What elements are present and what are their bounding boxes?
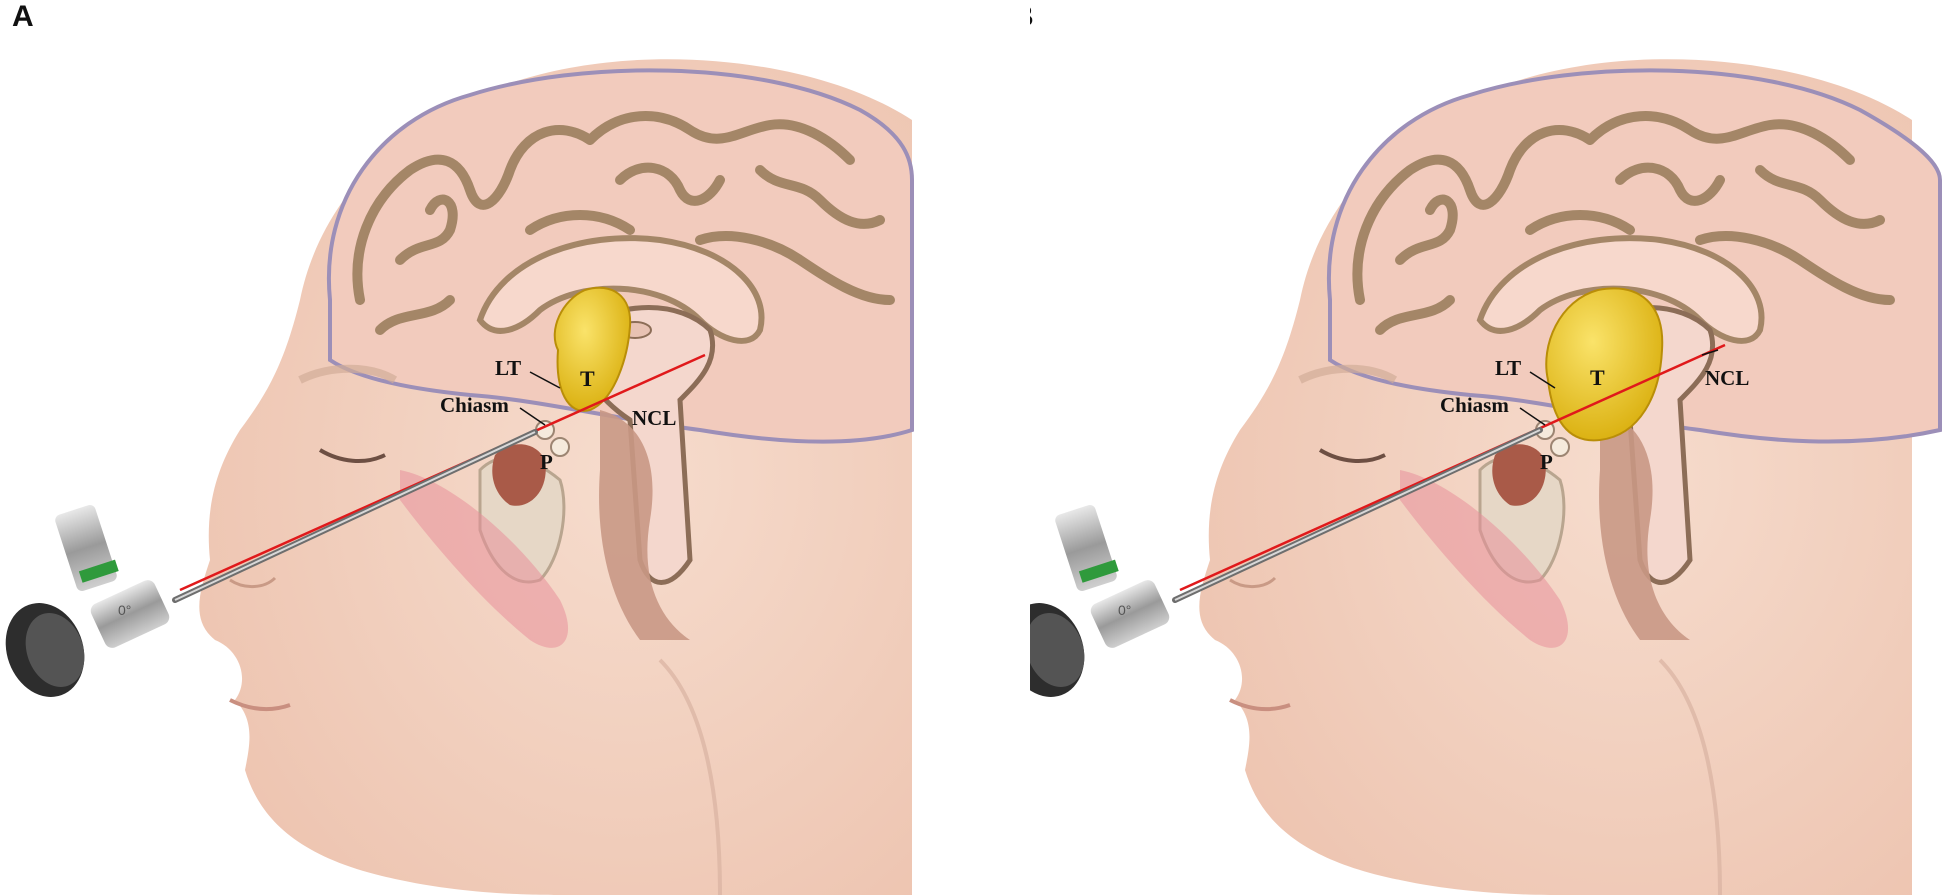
sagittal-head-illustration: 0° LT T Chiasm NCL P [5, 59, 914, 895]
pituitary-stalk [1550, 437, 1570, 457]
lips [229, 698, 291, 712]
eyebrow [298, 364, 398, 384]
label-t: T [580, 366, 595, 391]
nasopharynx [1400, 470, 1569, 648]
panel-letter: A [12, 0, 34, 33]
eyebrow [1298, 364, 1398, 384]
label-ncl: NCL [1705, 366, 1749, 390]
endoscope-marking: 0° [118, 602, 131, 618]
nostril [229, 576, 277, 588]
tumor [1545, 287, 1664, 442]
cortex-sulci [1352, 111, 1895, 335]
panel-letter: B [1030, 0, 1034, 34]
pituitary-fossa [492, 444, 546, 506]
lips [1229, 698, 1291, 712]
endoscope-marking: 0° [1118, 602, 1131, 618]
label-lt: LT [495, 356, 521, 380]
brainstem [1599, 410, 1690, 640]
tumor [553, 286, 632, 412]
eye [318, 448, 386, 463]
panel-a: A [5, 0, 914, 895]
label-chiasm: Chiasm [440, 393, 509, 417]
label-p: P [540, 450, 553, 474]
nostril [1229, 576, 1277, 588]
brainstem [599, 410, 690, 640]
sagittal-head-illustration: 0° LT T Chiasm NCL P [1030, 59, 1942, 895]
label-chiasm: Chiasm [1440, 393, 1509, 417]
corpus-callosum [1476, 235, 1765, 344]
label-p: P [1540, 450, 1553, 474]
pituitary-fossa [1492, 444, 1546, 506]
label-lt: LT [1495, 356, 1521, 380]
endoscope-band [1078, 559, 1119, 583]
corpus-callosum [476, 235, 765, 344]
pituitary-stalk [550, 437, 570, 457]
endoscope: 0° [1030, 427, 1543, 697]
endoscope-band [78, 559, 119, 583]
panel-b: B [1030, 0, 1942, 895]
eye [1318, 448, 1386, 463]
endoscope: 0° [5, 429, 538, 697]
nasopharynx [400, 470, 569, 648]
cortex-sulci [352, 111, 895, 335]
label-ncl: NCL [632, 406, 676, 430]
label-t: T [1590, 365, 1605, 390]
